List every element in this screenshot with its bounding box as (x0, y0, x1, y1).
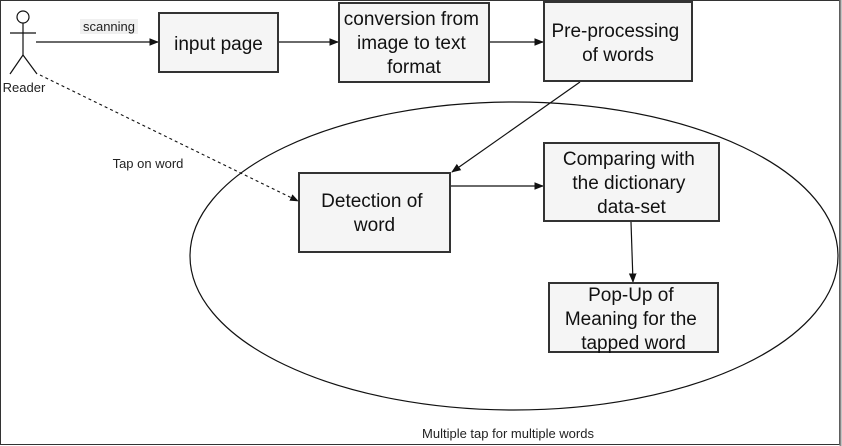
svg-text:input page: input page (174, 34, 263, 55)
node-conversion: conversion from image to text format (338, 2, 490, 83)
multi-tap-region (189, 101, 839, 411)
node-conversion-line: conversion from (344, 9, 479, 30)
svg-text:conversion from image to: conversion from image to text format (344, 9, 484, 78)
node-conversion-line: format (387, 57, 442, 78)
node-comparing-line: the dictionary (572, 173, 686, 194)
reader-label: Reader (3, 80, 46, 95)
svg-text:Detection of word: Detection of word (321, 191, 428, 236)
multi-tap-label: Multiple tap for multiple words (422, 426, 594, 441)
node-detection-line: Detection of (321, 191, 423, 212)
node-popup: Pop-Up of Meaning for the tapped word (548, 282, 719, 354)
node-comparing: Comparing with the dictionary data-set (543, 142, 720, 222)
edge-preprocessing-to-detection (451, 81, 581, 173)
node-preprocessing-line: Pre-processing (551, 21, 679, 42)
node-detection: Detection of word (298, 172, 451, 253)
node-comparing-line: Comparing with (563, 149, 695, 170)
scanning-label: scanning (83, 19, 135, 34)
node-input-page-line: input page (174, 34, 263, 55)
node-popup-line: Meaning for the (565, 309, 697, 330)
node-popup-line: Pop-Up of (588, 285, 674, 306)
node-conversion-line: image to text (357, 33, 466, 54)
scanning-label-bg (80, 19, 138, 34)
edge-reader-tap-to-detection (39, 74, 299, 202)
node-preprocessing-line: of words (582, 45, 654, 66)
node-comparing-line: data-set (597, 197, 666, 218)
node-detection-line: word (353, 215, 395, 236)
svg-text:Pop-Up of Meaning for th: Pop-Up of Meaning for the tapped word (565, 285, 702, 354)
node-input-page: input page (158, 12, 279, 73)
svg-text:Comparing with the dicti: Comparing with the dictionary data-set (563, 149, 700, 218)
edge-comparing-to-popup (628, 221, 637, 283)
node-popup-line: tapped word (581, 333, 686, 354)
reader-actor-icon (9, 10, 38, 75)
tap-on-word-label: Tap on word (113, 156, 184, 171)
svg-text:Pre-processing of words: Pre-processing of words (551, 21, 684, 66)
node-preprocessing: Pre-processing of words (543, 1, 693, 82)
